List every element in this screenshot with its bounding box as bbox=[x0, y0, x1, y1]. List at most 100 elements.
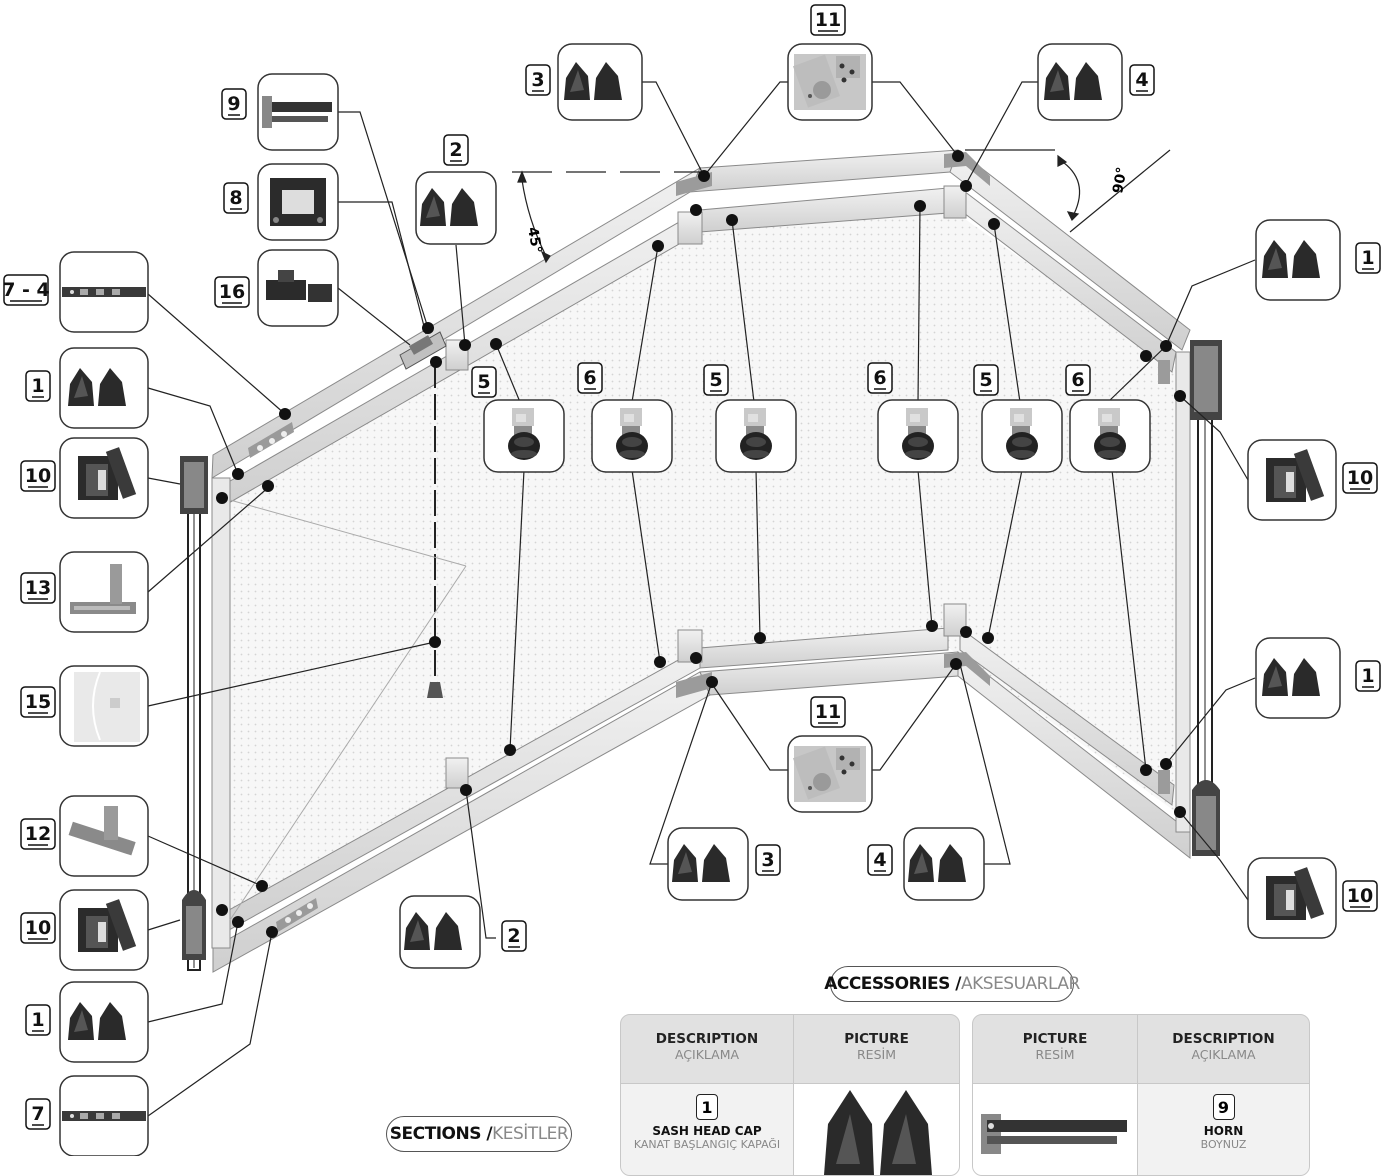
part-2-cap-image-top bbox=[415, 171, 497, 245]
svg-text:5: 5 bbox=[709, 369, 722, 391]
svg-text:9: 9 bbox=[227, 93, 240, 115]
callout-7: 7 bbox=[25, 1098, 51, 1130]
svg-text:4: 4 bbox=[1135, 69, 1148, 91]
callout-3-top: 3 bbox=[525, 64, 551, 96]
part-5-wheel-image-b bbox=[715, 399, 797, 473]
part-7-4-rail-image bbox=[59, 251, 149, 333]
accessories-table-right: PICTURE RESİM DESCRIPTION AÇIKLAMA 9 HOR… bbox=[972, 1014, 1310, 1176]
part-6-wheel-image-a bbox=[591, 399, 673, 473]
part-15-cord-image bbox=[59, 665, 149, 747]
accessories-heading-light: AKSESUARLAR bbox=[961, 974, 1080, 994]
sections-heading-bold: SECTIONS / bbox=[389, 1124, 493, 1144]
callout-2-top: 2 bbox=[443, 134, 469, 166]
callout-10-right-b: 10 bbox=[1342, 880, 1378, 912]
part-5-wheel-image-a bbox=[483, 399, 565, 473]
svg-text:1: 1 bbox=[1361, 665, 1374, 687]
part-11-plate-image-top bbox=[787, 43, 873, 121]
sash-head-cap-picture bbox=[824, 1090, 932, 1175]
svg-text:3: 3 bbox=[761, 849, 774, 871]
header-sublabel: RESİM bbox=[857, 1047, 896, 1062]
row-number-badge: 9 bbox=[1212, 1094, 1235, 1120]
right-side-profile bbox=[1190, 340, 1222, 856]
callout-10-left-b: 10 bbox=[20, 912, 56, 944]
part-4-cap-image-bottom bbox=[903, 827, 985, 901]
callout-10-right-a: 10 bbox=[1342, 462, 1378, 494]
insect-screen-mesh bbox=[228, 205, 1180, 925]
callout-6-a: 6 bbox=[577, 362, 603, 394]
callout-6-c: 6 bbox=[1065, 364, 1091, 396]
svg-text:6: 6 bbox=[583, 367, 596, 389]
connection-dots bbox=[216, 150, 1186, 938]
callout-6-b: 6 bbox=[867, 362, 893, 394]
callout-7-4: 7 - 4 bbox=[2, 274, 50, 306]
pull-cord bbox=[427, 362, 443, 698]
part-5-wheel-image-c bbox=[981, 399, 1063, 473]
accessories-heading-bold: ACCESSORIES / bbox=[824, 974, 961, 994]
row-part-sub: BOYNUZ bbox=[1200, 1138, 1247, 1151]
callout-5-c: 5 bbox=[973, 364, 999, 396]
part-8-bracket-image bbox=[257, 163, 339, 241]
callout-11-top: 11 bbox=[810, 4, 846, 36]
row-part-name: SASH HEAD CAP bbox=[652, 1124, 762, 1138]
row-number-badge: 1 bbox=[696, 1094, 718, 1120]
svg-text:10: 10 bbox=[1347, 467, 1373, 489]
part-6-wheel-image-c bbox=[1069, 399, 1151, 473]
part-1-cap-image-a bbox=[59, 347, 149, 429]
header-label: PICTURE bbox=[844, 1031, 909, 1047]
header-sublabel: AÇIKLAMA bbox=[1191, 1047, 1256, 1062]
part-12-pin-image bbox=[59, 795, 149, 877]
svg-text:10: 10 bbox=[1347, 885, 1373, 907]
callout-9: 9 bbox=[221, 88, 247, 120]
accessories-heading: ACCESSORIES / AKSESUARLAR bbox=[824, 966, 1080, 1002]
callout-8: 8 bbox=[223, 182, 249, 214]
callout-1-right-b: 1 bbox=[1355, 660, 1381, 692]
svg-text:13: 13 bbox=[25, 577, 51, 599]
part-1-cap-image-b bbox=[59, 981, 149, 1063]
callout-16: 16 bbox=[214, 276, 250, 308]
row-part-sub: KANAT BAŞLANGIÇ KAPAĞI bbox=[633, 1138, 781, 1151]
part-10-bracket-image-a bbox=[59, 437, 149, 519]
left-side-profile bbox=[180, 456, 208, 971]
part-3-cap-image-top bbox=[557, 43, 643, 121]
callout-10-left-a: 10 bbox=[20, 460, 56, 492]
part-10-bracket-image-c bbox=[1247, 439, 1337, 521]
callout-3-bottom: 3 bbox=[755, 844, 781, 876]
callout-4-top: 4 bbox=[1129, 64, 1155, 96]
callout-13: 13 bbox=[20, 572, 56, 604]
svg-text:7 - 4: 7 - 4 bbox=[2, 279, 50, 301]
header-label: DESCRIPTION bbox=[655, 1031, 759, 1047]
part-1-cap-image-c bbox=[1255, 219, 1341, 301]
callout-15: 15 bbox=[20, 686, 56, 718]
row-part-name: HORN bbox=[1203, 1124, 1244, 1138]
part-9-horn-image bbox=[257, 73, 339, 151]
part-2-cap-image-bottom bbox=[399, 895, 481, 969]
angle-90-label: 90° bbox=[1110, 166, 1130, 195]
svg-text:2: 2 bbox=[449, 139, 462, 161]
callout-12: 12 bbox=[20, 818, 56, 850]
callout-5-a: 5 bbox=[471, 366, 497, 398]
part-1-cap-image-d bbox=[1255, 637, 1341, 719]
svg-text:5: 5 bbox=[979, 369, 992, 391]
sections-heading: SECTIONS / KESİTLER bbox=[386, 1116, 572, 1152]
header-label: PICTURE bbox=[1022, 1031, 1088, 1047]
window-frame bbox=[211, 149, 1191, 973]
svg-text:16: 16 bbox=[219, 281, 245, 303]
part-10-bracket-image-d bbox=[1247, 857, 1337, 939]
header-sublabel: AÇIKLAMA bbox=[674, 1047, 740, 1062]
table-right-header-picture: PICTURE RESİM bbox=[973, 1015, 1137, 1083]
callout-4-bottom: 4 bbox=[867, 844, 893, 876]
callout-numbers: 9 8 16 7 - 4 1 10 13 15 12 10 1 7 2 3 11… bbox=[2, 4, 1381, 1130]
part-10-bracket-image-b bbox=[59, 889, 149, 971]
header-sublabel: RESİM bbox=[1035, 1047, 1075, 1062]
part-thumbnails bbox=[59, 43, 1341, 1156]
guide-cords bbox=[229, 499, 467, 921]
svg-text:2: 2 bbox=[507, 925, 520, 947]
part-6-wheel-image-b bbox=[877, 399, 959, 473]
part-13-pin-image bbox=[59, 551, 149, 633]
svg-text:11: 11 bbox=[815, 9, 841, 31]
table-left-header-description: DESCRIPTION AÇIKLAMA bbox=[621, 1015, 793, 1083]
svg-text:15: 15 bbox=[25, 691, 51, 713]
callout-2-bottom: 2 bbox=[501, 920, 527, 952]
svg-text:7: 7 bbox=[31, 1103, 44, 1125]
